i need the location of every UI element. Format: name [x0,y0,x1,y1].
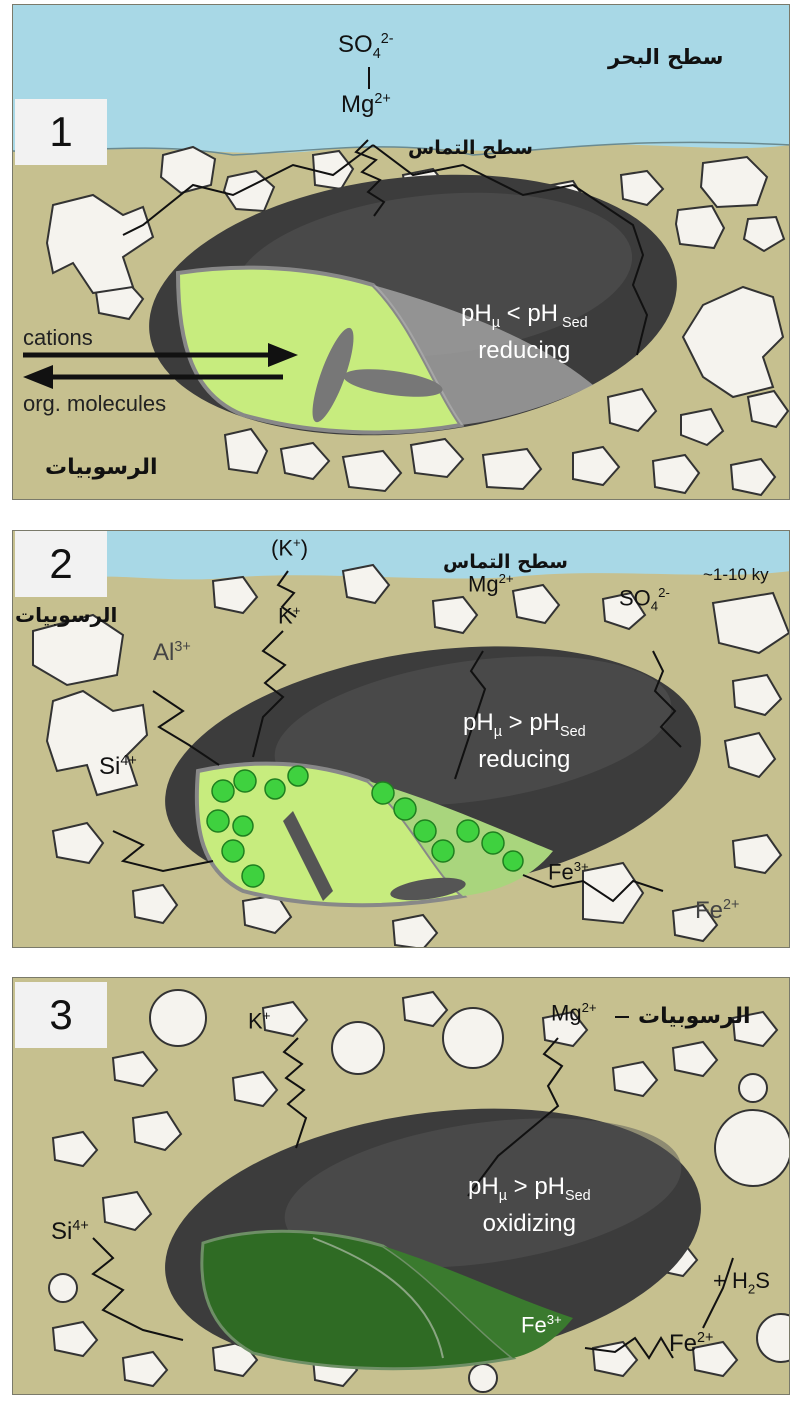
hydrogen-sulfide: + H2S [713,1268,770,1296]
magnesium-ion: Mg2+ [341,91,391,119]
silicon-ion: Si4+ [99,753,137,781]
redox-state: oxidizing [468,1210,591,1238]
iron-3-ion: Fe3+ [521,1312,562,1338]
seawater [93,531,790,579]
panel-2-illustration [13,531,790,948]
panel-1: 1 سطح البحر سطح التماس الرسوبيات SO42- M… [12,4,790,500]
cations-label: cations [23,325,93,351]
sediments-label: الرسوبيات [45,455,158,480]
iron-2-complex: Fe2+ [695,897,739,925]
sea-surface-label: سطح البحر [608,45,723,69]
ion-connector [615,1016,629,1018]
redox-state: reducing [461,337,588,365]
interface-label: سطح التماس [443,551,568,573]
panel-number: 2 [15,531,107,597]
age-label: ~1-10 ky [703,565,769,585]
panel-number: 1 [15,99,107,165]
sediments-label: الرسوبيات [15,603,117,627]
organic-molecules-label: org. molecules [23,391,166,417]
magnesium-ion: Mg2+ [468,571,514,597]
sulfate-ion: SO42- [338,31,394,62]
ion-connector [368,67,370,89]
redox-state: reducing [463,746,586,774]
sulfate-ion: SO42- [619,585,670,614]
seawater [13,5,790,153]
potassium-ion: K+ [248,1008,270,1034]
aluminium-complex: Al3+ [153,639,191,667]
potassium-ion: K+ [278,603,300,629]
ph-condition: pHµ > pHSed reducing [463,709,586,774]
ph-condition: pHµ < pH Sed reducing [461,300,588,365]
panel-1-illustration [13,5,790,500]
iron-3-ion: Fe3+ [548,859,589,885]
sediments-label: الرسوبيات [638,1004,751,1029]
magnesium-ion: Mg2+ [551,1000,597,1026]
potassium-source: (K+) [271,535,308,561]
interface-label: سطح التماس [408,137,533,159]
iron-2-ion: Fe2+ [669,1330,713,1358]
panel-2: 2 سطح التماس الرسوبيات ~1-10 ky (K+) K+ … [12,530,790,948]
ph-condition: pHµ > pHSed oxidizing [468,1173,591,1238]
silicon-ion: Si4+ [51,1218,89,1246]
panel-number: 3 [15,982,107,1048]
panel-3: 3 الرسوبيات K+ Mg2+ Si4+ Fe3+ Fe2+ + H2S… [12,977,790,1395]
